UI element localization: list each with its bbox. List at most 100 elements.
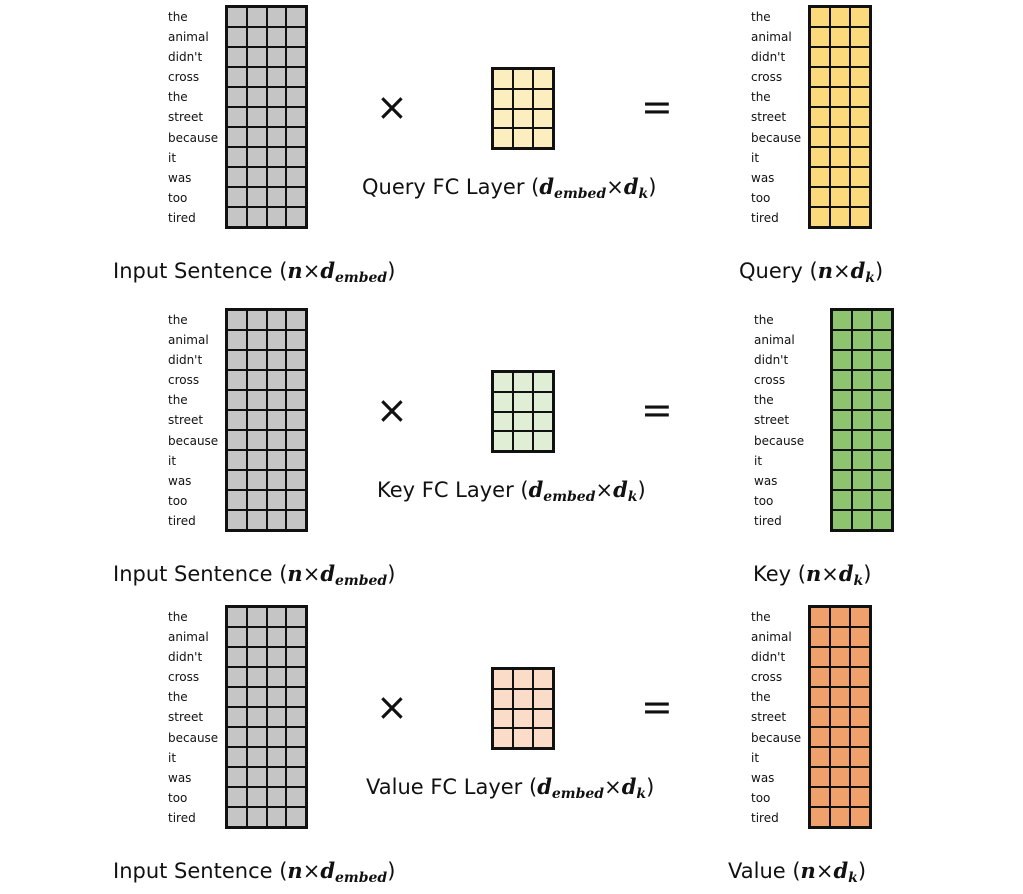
- matrix-cell: [832, 370, 852, 390]
- matrix-cell: [286, 27, 306, 47]
- matrix-cell: [810, 47, 830, 67]
- token-label: the: [168, 10, 188, 24]
- matrix-cell: [266, 727, 287, 747]
- matrix-cell: [830, 647, 850, 667]
- token-label: animal: [168, 333, 209, 348]
- fc-caption-key: Key FC Layer (dembed×dk): [377, 477, 646, 505]
- fc-caption-query: Query FC Layer (dembed×dk): [362, 174, 657, 202]
- matrix-cell: [850, 707, 870, 727]
- input-matrix-value: [225, 605, 308, 829]
- matrix-cell: [832, 350, 852, 370]
- matrix-cell: [832, 450, 852, 470]
- matrix-cell: [810, 807, 830, 827]
- matrix-cell: [286, 167, 306, 187]
- matrix-cell: [850, 187, 870, 207]
- matrix-cell: [286, 767, 306, 787]
- matrix-cell: [493, 391, 513, 412]
- matrix-cell: [266, 330, 287, 350]
- matrix-cell: [872, 510, 892, 530]
- matrix-cell: [852, 470, 872, 490]
- matrix-cell: [513, 372, 533, 392]
- output-caption-value: Value (n×dk): [728, 858, 867, 886]
- token-label: was: [168, 770, 192, 785]
- matrix-cell: [286, 747, 306, 767]
- matrix-cell: [832, 390, 852, 410]
- matrix-cell: [493, 88, 513, 109]
- token-label: the: [751, 90, 771, 105]
- matrix-cell: [810, 147, 830, 167]
- matrix-cell: [810, 707, 830, 727]
- matrix-cell: [852, 310, 872, 330]
- matrix-cell: [286, 350, 306, 370]
- matrix-cell: [513, 708, 533, 729]
- matrix-cell: [533, 391, 553, 412]
- matrix-cell: [852, 510, 872, 530]
- fc-caption-value-prefix: Value FC Layer: [366, 775, 523, 799]
- matrix-cell: [266, 767, 287, 787]
- matrix-cell: [266, 787, 287, 807]
- matrix-cell: [286, 450, 306, 470]
- token-label: the: [754, 313, 774, 327]
- matrix-cell: [227, 147, 247, 167]
- matrix-cell: [246, 330, 267, 350]
- matrix-cell: [810, 607, 830, 627]
- matrix-cell: [852, 390, 872, 410]
- matrix-cell: [513, 88, 533, 109]
- matrix-cell: [493, 708, 513, 729]
- matrix-cell: [246, 490, 267, 510]
- token-label: didn't: [168, 50, 203, 65]
- matrix-cell: [850, 107, 870, 127]
- matrix-cell: [266, 350, 287, 370]
- matrix-cell: [227, 807, 247, 827]
- matrix-cell: [533, 128, 553, 148]
- token-label: the: [168, 313, 188, 327]
- matrix-cell: [830, 607, 850, 627]
- equals-symbol: =: [641, 388, 673, 432]
- token-label: street: [168, 710, 204, 725]
- matrix-cell: [810, 187, 830, 207]
- token-label: didn't: [168, 650, 203, 665]
- math-n: n: [805, 561, 822, 586]
- matrix-cell: [227, 707, 247, 727]
- matrix-cell: [266, 27, 287, 47]
- matrix-cell: [286, 87, 306, 107]
- matrix-cell: [266, 627, 287, 647]
- math-sub: embed: [335, 270, 388, 286]
- matrix-cell: [246, 450, 267, 470]
- token-label: cross: [168, 670, 200, 685]
- math-sub: k: [853, 573, 864, 589]
- input-caption-query: Input Sentence (n×dembed): [113, 258, 396, 286]
- matrix-cell: [266, 490, 287, 510]
- matrix-cell: [286, 430, 306, 450]
- matrix-cell: [227, 607, 247, 627]
- matrix-cell: [852, 450, 872, 470]
- math-times: ×: [302, 859, 321, 883]
- matrix-cell: [246, 167, 267, 187]
- matrix-cell: [246, 47, 267, 67]
- token-label: because: [751, 730, 802, 745]
- math-times: ×: [832, 259, 851, 283]
- matrix-cell: [227, 767, 247, 787]
- matrix-cell: [810, 27, 830, 47]
- matrix-cell: [246, 67, 267, 87]
- matrix-cell: [266, 187, 287, 207]
- matrix-cell: [266, 67, 287, 87]
- matrix-cell: [850, 687, 870, 707]
- matrix-cell: [810, 767, 830, 787]
- matrix-cell: [872, 450, 892, 470]
- matrix-cell: [830, 667, 850, 687]
- matrix-cell: [266, 310, 287, 330]
- matrix-cell: [493, 69, 513, 89]
- matrix-cell: [810, 787, 830, 807]
- token-label: animal: [751, 630, 792, 645]
- matrix-cell: [493, 128, 513, 148]
- matrix-cell: [227, 390, 247, 410]
- matrix-cell: [246, 187, 267, 207]
- matrix-cell: [227, 667, 247, 687]
- matrix-cell: [266, 207, 287, 227]
- math-d: d: [850, 258, 866, 283]
- matrix-cell: [493, 372, 513, 392]
- math-sub: k: [848, 870, 858, 886]
- math-sub: k: [638, 186, 649, 202]
